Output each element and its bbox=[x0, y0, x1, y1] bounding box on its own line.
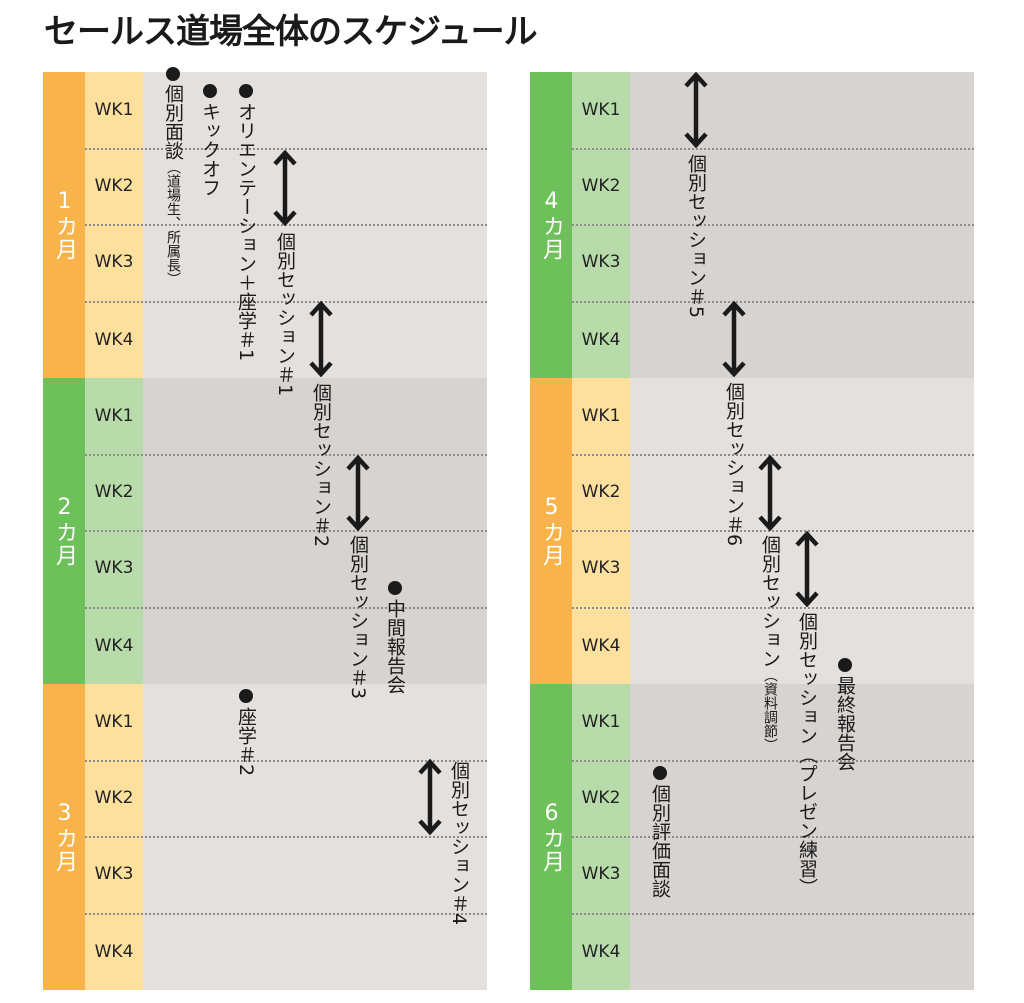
week-label: WK4 bbox=[94, 636, 134, 656]
double-arrow-icon bbox=[309, 301, 333, 377]
week-label: WK4 bbox=[581, 942, 621, 962]
week-divider bbox=[85, 760, 487, 762]
event-kickoff: キックオフ bbox=[199, 102, 221, 197]
week-divider bbox=[572, 607, 974, 609]
event-session-6: 個別セッション＃6 bbox=[723, 382, 745, 547]
week-label: WK2 bbox=[581, 482, 621, 502]
week-label: WK4 bbox=[581, 330, 621, 350]
week-label: WK4 bbox=[581, 636, 621, 656]
week-divider bbox=[85, 301, 487, 303]
event-session-shiryo: 個別セッション（資料調節） bbox=[759, 535, 781, 752]
month-label: 3カ月 bbox=[52, 801, 77, 873]
week-label: WK2 bbox=[94, 482, 134, 502]
event-session-1: 個別セッション＃1 bbox=[274, 232, 296, 397]
week-divider bbox=[572, 530, 974, 532]
double-arrow-icon bbox=[722, 301, 746, 377]
event-chukan-hokokukai: 中間報告会 bbox=[384, 599, 406, 694]
week-divider bbox=[572, 301, 974, 303]
month-bar: 6カ月 bbox=[530, 684, 572, 990]
month-bar: 3カ月 bbox=[43, 684, 85, 990]
event-hyoka-mendan: 個別評価面談 bbox=[649, 784, 671, 898]
week-divider bbox=[85, 530, 487, 532]
week-divider bbox=[572, 760, 974, 762]
week-label: WK1 bbox=[581, 712, 621, 732]
week-label: WK1 bbox=[581, 406, 621, 426]
week-label: WK2 bbox=[581, 176, 621, 196]
event-session-4: 個別セッション＃4 bbox=[448, 761, 470, 926]
milestone-dot bbox=[239, 84, 253, 98]
week-label: WK4 bbox=[94, 330, 134, 350]
milestone-dot bbox=[838, 658, 852, 672]
week-divider bbox=[572, 148, 974, 150]
event-session-2: 個別セッション＃2 bbox=[310, 383, 332, 548]
week-label: WK2 bbox=[94, 176, 134, 196]
event-zagaku-2: 座学＃2 bbox=[235, 707, 257, 777]
event-kojin-mendan: 個別面談（道場生、所属長） bbox=[162, 84, 184, 286]
month-label: 2カ月 bbox=[52, 495, 77, 567]
event-label: 個別セッション bbox=[759, 535, 781, 668]
month-bar: 5カ月 bbox=[530, 378, 572, 684]
milestone-dot bbox=[203, 84, 217, 98]
event-saishu-hokokukai: 最終報告会 bbox=[834, 676, 856, 771]
week-label: WK1 bbox=[94, 100, 134, 120]
double-arrow-icon bbox=[795, 531, 819, 607]
week-label: WK2 bbox=[94, 788, 134, 808]
week-divider bbox=[85, 836, 487, 838]
week-divider bbox=[572, 224, 974, 226]
month-label: 1カ月 bbox=[52, 189, 77, 261]
event-label: 個別面談 bbox=[162, 84, 184, 160]
milestone-dot bbox=[653, 766, 667, 780]
week-label: WK1 bbox=[581, 100, 621, 120]
week-divider bbox=[85, 913, 487, 915]
event-note: （資料調節） bbox=[762, 668, 778, 752]
event-note: （道場生、所属長） bbox=[165, 160, 181, 286]
week-label: WK2 bbox=[581, 788, 621, 808]
month-bar: 4カ月 bbox=[530, 72, 572, 378]
event-orientation: オリエンテーション＋座学＃1 bbox=[235, 102, 257, 362]
double-arrow-icon bbox=[346, 455, 370, 531]
week-divider bbox=[85, 607, 487, 609]
schedule-panel-left: 1カ月 2カ月 3カ月 WK1 WK2 WK3 WK4 WK1 WK2 WK3 … bbox=[43, 67, 487, 990]
double-arrow-icon bbox=[684, 72, 708, 148]
week-divider bbox=[572, 836, 974, 838]
month-label: 4カ月 bbox=[539, 189, 564, 261]
week-label: WK4 bbox=[94, 942, 134, 962]
month-label: 6カ月 bbox=[539, 801, 564, 873]
double-arrow-icon bbox=[273, 150, 297, 226]
week-divider bbox=[85, 148, 487, 150]
event-session-5: 個別セッション＃5 bbox=[685, 154, 707, 319]
week-divider bbox=[85, 454, 487, 456]
week-label: WK3 bbox=[94, 558, 134, 578]
double-arrow-icon bbox=[758, 455, 782, 531]
week-label: WK3 bbox=[94, 252, 134, 272]
month-label: 5カ月 bbox=[539, 495, 564, 567]
schedule-panel-right: 4カ月 5カ月 6カ月 WK1 WK2 WK3 WK4 WK1 WK2 WK3 … bbox=[530, 72, 974, 990]
week-label: WK3 bbox=[94, 864, 134, 884]
milestone-dot bbox=[239, 689, 253, 703]
week-label: WK1 bbox=[94, 406, 134, 426]
milestone-dot bbox=[388, 581, 402, 595]
week-divider bbox=[572, 913, 974, 915]
week-label: WK3 bbox=[581, 558, 621, 578]
event-session-3: 個別セッション＃3 bbox=[347, 535, 369, 700]
event-session-presen: 個別セッション（プレゼン練習） bbox=[796, 612, 818, 897]
month-bar: 1カ月 bbox=[43, 72, 85, 378]
week-divider bbox=[572, 454, 974, 456]
month-bar: 2カ月 bbox=[43, 378, 85, 684]
milestone-dot bbox=[166, 67, 180, 81]
week-label: WK3 bbox=[581, 864, 621, 884]
page-title: セールス道場全体のスケジュール bbox=[44, 12, 538, 52]
week-label: WK1 bbox=[94, 712, 134, 732]
double-arrow-icon bbox=[418, 759, 442, 835]
week-label: WK3 bbox=[581, 252, 621, 272]
